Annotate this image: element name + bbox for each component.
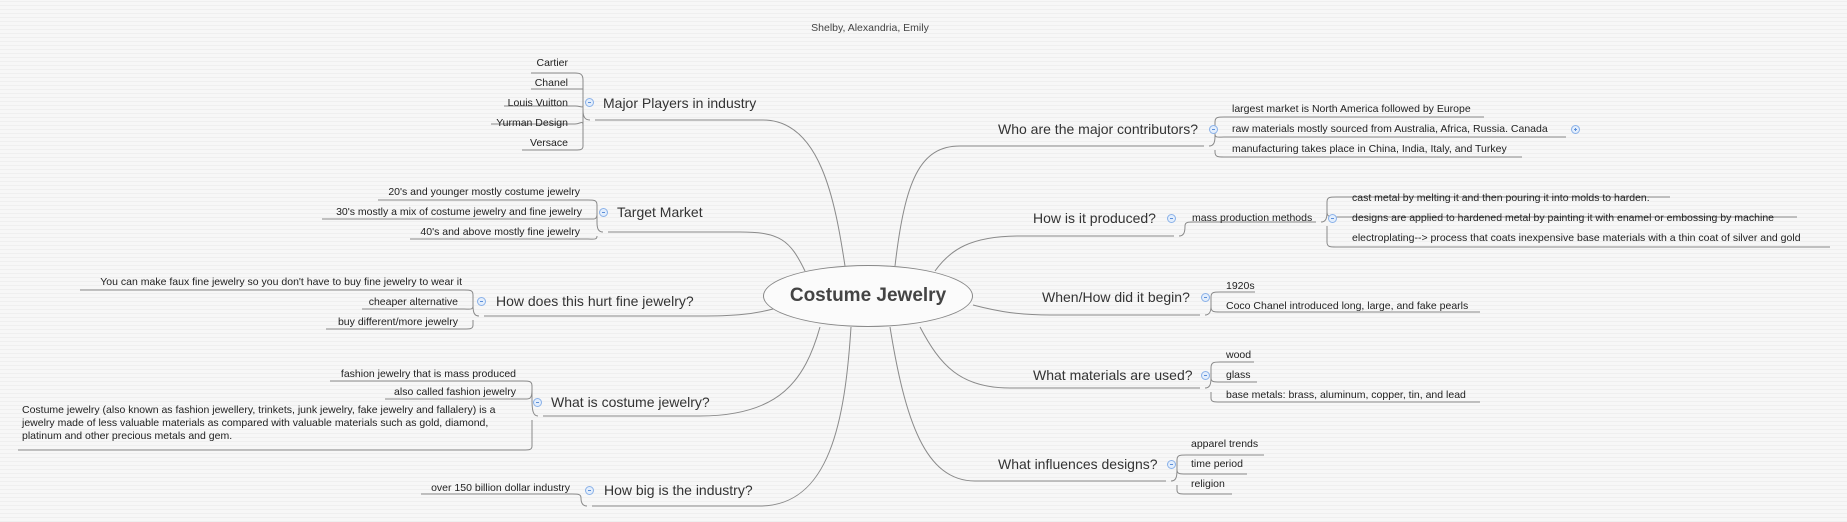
expand-toggle-icon[interactable] — [1571, 125, 1580, 134]
collapse-toggle-icon[interactable] — [1167, 460, 1176, 469]
leaf-hurt-cheaper[interactable]: cheaper alternative — [368, 296, 458, 308]
collapse-toggle-icon[interactable] — [533, 398, 542, 407]
branch-how-produced[interactable]: How is it produced? — [1033, 210, 1156, 226]
leaf-chanel[interactable]: Chanel — [534, 77, 568, 89]
connector-what-is — [543, 326, 821, 417]
branch-influences[interactable]: What influences designs? — [998, 456, 1158, 472]
collapse-toggle-icon[interactable] — [1201, 371, 1210, 380]
collapse-toggle-icon[interactable] — [1209, 125, 1218, 134]
leaf-material-wood[interactable]: wood — [1226, 349, 1252, 361]
leaf-influence-religion[interactable]: religion — [1191, 478, 1225, 490]
connector-hurt — [484, 308, 774, 317]
connector-how-big — [592, 326, 852, 507]
leaf-contrib-manufacturing[interactable]: manufacturing takes place in China, Indi… — [1232, 143, 1507, 155]
leaf-yurman-design[interactable]: Yurman Design — [496, 117, 568, 129]
branch-when-begin[interactable]: When/How did it begin? — [1042, 289, 1190, 305]
node-mass-production[interactable]: mass production methods — [1192, 212, 1313, 224]
branch-how-big[interactable]: How big is the industry? — [604, 482, 753, 498]
leaf-target-30s[interactable]: 30's mostly a mix of costume jewelry and… — [336, 206, 582, 218]
connector-target-market — [608, 231, 806, 272]
branch-materials[interactable]: What materials are used? — [1033, 367, 1193, 383]
branch-hurt-fine-jewelry[interactable]: How does this hurt fine jewelry? — [496, 293, 694, 309]
leaf-what-is-mass-produced[interactable]: fashion jewelry that is mass produced — [340, 368, 516, 380]
leaf-louis-vuitton[interactable]: Louis Vuitton — [507, 97, 568, 109]
connector-contributors — [894, 145, 1204, 267]
connector-major-players — [595, 119, 846, 267]
leaf-material-base-metals[interactable]: base metals: brass, aluminum, copper, ti… — [1226, 389, 1466, 401]
leaf-produced-electroplating[interactable]: electroplating--> process that coats ine… — [1352, 232, 1801, 244]
leaf-cartier[interactable]: Cartier — [536, 57, 568, 69]
branch-what-is[interactable]: What is costume jewelry? — [551, 394, 710, 410]
connector-produced — [934, 235, 1174, 272]
leaf-influence-apparel[interactable]: apparel trends — [1191, 438, 1259, 450]
collapse-toggle-icon[interactable] — [1201, 293, 1210, 302]
leaf-target-20s[interactable]: 20's and younger mostly costume jewelry — [388, 186, 580, 198]
leaf-what-is-definition[interactable]: Costume jewelry (also known as fashion j… — [22, 404, 496, 442]
branch-major-players[interactable]: Major Players in industry — [603, 95, 757, 111]
leaf-contrib-market[interactable]: largest market is North America followed… — [1232, 103, 1471, 115]
leaf-produced-cast-metal[interactable]: cast metal by melting it and then pourin… — [1352, 192, 1650, 204]
central-topic[interactable]: Costume Jewelry — [763, 265, 973, 327]
leaf-hurt-faux[interactable]: You can make faux fine jewelry so you do… — [100, 276, 462, 288]
leaf-target-40s[interactable]: 40's and above mostly fine jewelry — [420, 226, 580, 238]
leaf-begin-coco-chanel[interactable]: Coco Chanel introduced long, large, and … — [1226, 300, 1469, 312]
collapse-toggle-icon[interactable] — [585, 98, 594, 107]
collapse-toggle-icon[interactable] — [1167, 214, 1176, 223]
leaf-what-is-fashion[interactable]: also called fashion jewelry — [394, 386, 516, 398]
connector-begin — [972, 304, 1200, 316]
leaf-begin-1920s[interactable]: 1920s — [1226, 280, 1255, 292]
connector-materials — [919, 326, 1200, 389]
leaf-versace[interactable]: Versace — [530, 137, 568, 149]
collapse-toggle-icon[interactable] — [1328, 214, 1337, 223]
map-title: Shelby, Alexandria, Emily — [811, 22, 929, 34]
leaf-how-big-150b[interactable]: over 150 billion dollar industry — [431, 482, 570, 494]
branch-target-market[interactable]: Target Market — [617, 204, 703, 220]
leaf-contrib-raw-materials[interactable]: raw materials mostly sourced from Austra… — [1232, 123, 1548, 135]
leaf-influence-time-period[interactable]: time period — [1191, 458, 1243, 470]
collapse-toggle-icon[interactable] — [477, 297, 486, 306]
leaf-hurt-buy-more[interactable]: buy different/more jewelry — [337, 316, 458, 328]
leaf-produced-designs[interactable]: designs are applied to hardened metal by… — [1352, 212, 1774, 224]
collapse-toggle-icon[interactable] — [585, 486, 594, 495]
leaf-material-glass[interactable]: glass — [1226, 369, 1251, 381]
collapse-toggle-icon[interactable] — [599, 208, 608, 217]
connector-influences — [889, 326, 1166, 482]
branch-major-contributors[interactable]: Who are the major contributors? — [998, 121, 1198, 137]
